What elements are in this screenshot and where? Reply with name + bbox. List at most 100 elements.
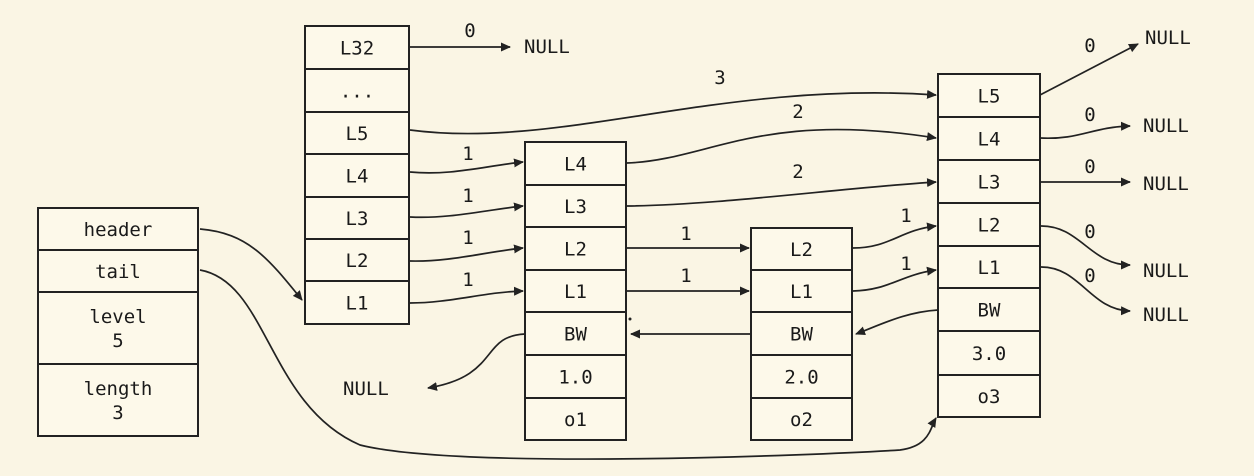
cell-text: L4 xyxy=(564,154,587,176)
cell-node-3-l1: L1 xyxy=(937,245,1041,289)
cell-text: L3 xyxy=(564,196,587,218)
edge-span-label: 2 xyxy=(792,161,803,183)
edge-arrow xyxy=(199,228,303,301)
cell-head-l5: L5 xyxy=(304,111,410,155)
edge-span-label: 1 xyxy=(900,253,911,275)
edge-node-1-bw-to-null xyxy=(427,333,526,391)
edge-node-3-l1-to-null xyxy=(1039,266,1131,316)
cell-list-header: header xyxy=(37,207,199,251)
cell-box xyxy=(937,202,1041,247)
cell-node-3-30: 3.0 xyxy=(937,330,1041,376)
edge-arrow xyxy=(409,89,937,135)
cell-node-2-bw: BW xyxy=(750,311,853,356)
cell-box xyxy=(524,184,627,228)
edge-span-label: 0 xyxy=(1084,265,1095,287)
cell-text: 1.0 xyxy=(558,367,592,389)
edge-head-l2-to-node-1-l2 xyxy=(409,244,524,262)
cell-text: L4 xyxy=(346,166,369,188)
cell-node-3-l2: L2 xyxy=(937,202,1041,247)
edge-head-l4-to-node-1-l4 xyxy=(409,158,524,174)
cell-list-tail: tail xyxy=(37,249,199,293)
cell-node-2-20: 2.0 xyxy=(750,354,853,399)
edge-arrow xyxy=(855,309,939,336)
edge-arrow xyxy=(199,269,937,460)
cell-text: o1 xyxy=(564,409,587,431)
edge-arrow xyxy=(1039,266,1131,316)
cell-node-1-o1: o1 xyxy=(524,397,627,441)
cell-text: L2 xyxy=(564,239,587,261)
cell-box xyxy=(937,374,1041,418)
null-terminator: NULL xyxy=(343,378,389,400)
cell-node-3-l4: L4 xyxy=(937,116,1041,161)
cell-node-1-l3: L3 xyxy=(524,184,627,228)
edge-arrow xyxy=(852,222,937,249)
cell-node-1-l1: L1 xyxy=(524,269,627,313)
cell-box xyxy=(750,311,853,356)
edge-node-3-l2-to-null xyxy=(1039,225,1131,270)
cell-text: L3 xyxy=(346,208,369,230)
cell-box xyxy=(524,226,627,271)
cell-text: header xyxy=(84,219,153,241)
cell-box xyxy=(750,269,853,313)
edge-arrow xyxy=(626,128,937,164)
cell-box xyxy=(750,397,853,441)
edge-arrow xyxy=(409,158,524,174)
cell-text: L2 xyxy=(346,250,369,272)
cell-text: o3 xyxy=(978,386,1001,408)
edge-list-tail-to-node-3-o3 xyxy=(199,269,937,460)
cell-box xyxy=(304,68,410,113)
cell-text: L1 xyxy=(346,293,369,315)
cell-box xyxy=(304,153,410,198)
cell-box xyxy=(37,291,199,365)
edge-node-2-l2-to-node-3-l2 xyxy=(852,222,937,249)
edge-node-3-bw-to-node-2-bw xyxy=(855,309,939,336)
edge-span-label: 1 xyxy=(680,223,691,245)
cell-text: L2 xyxy=(790,239,813,261)
cell-text: ... xyxy=(340,81,374,103)
cell-box xyxy=(524,141,627,186)
edge-head-l3-to-node-1-l3 xyxy=(409,202,524,219)
cell-box xyxy=(524,354,627,399)
edge-list-header-to-head-l1 xyxy=(199,228,303,301)
cell-node-1-l4: L4 xyxy=(524,141,627,186)
cell-node-3-l3: L3 xyxy=(937,159,1041,204)
cell-box xyxy=(937,287,1041,332)
cell-box xyxy=(524,269,627,313)
cell-node-2-l2: L2 xyxy=(750,227,853,271)
cell-node-3-o3: o3 xyxy=(937,374,1041,418)
edge-span-label: 0 xyxy=(1084,221,1095,243)
edge-arrow xyxy=(1039,43,1139,96)
null-terminator: NULL xyxy=(1143,304,1189,326)
cell-box xyxy=(937,116,1041,161)
edge-node-3-l5-to-null xyxy=(1039,43,1139,96)
edge-span-label: 2 xyxy=(792,101,803,123)
cell-box xyxy=(524,397,627,441)
null-terminator: NULL xyxy=(1143,260,1189,282)
edge-span-label: 1 xyxy=(680,265,691,287)
cell-text: 5 xyxy=(112,330,123,352)
cell-text: L1 xyxy=(978,257,1001,279)
edge-node-3-l4-to-null xyxy=(1039,121,1131,140)
edge-arrow xyxy=(409,286,524,304)
cell-box xyxy=(37,363,199,437)
edge-head-l5-to-node-3-l5 xyxy=(409,89,937,135)
cell-head-l2: L2 xyxy=(304,238,410,282)
edge-arrow xyxy=(409,202,524,219)
edge-span-label: 1 xyxy=(462,143,473,165)
edge-arrow xyxy=(409,244,524,262)
cell-box xyxy=(937,73,1041,118)
cell-node-2-l1: L1 xyxy=(750,269,853,313)
edge-arrow xyxy=(1039,121,1131,140)
edge-arrow xyxy=(852,266,937,292)
cell-box xyxy=(524,311,627,356)
edge-span-label: 0 xyxy=(464,20,475,42)
edge-arrow xyxy=(1039,225,1131,270)
edge-node-1-l3-to-node-3-l3 xyxy=(626,178,937,207)
